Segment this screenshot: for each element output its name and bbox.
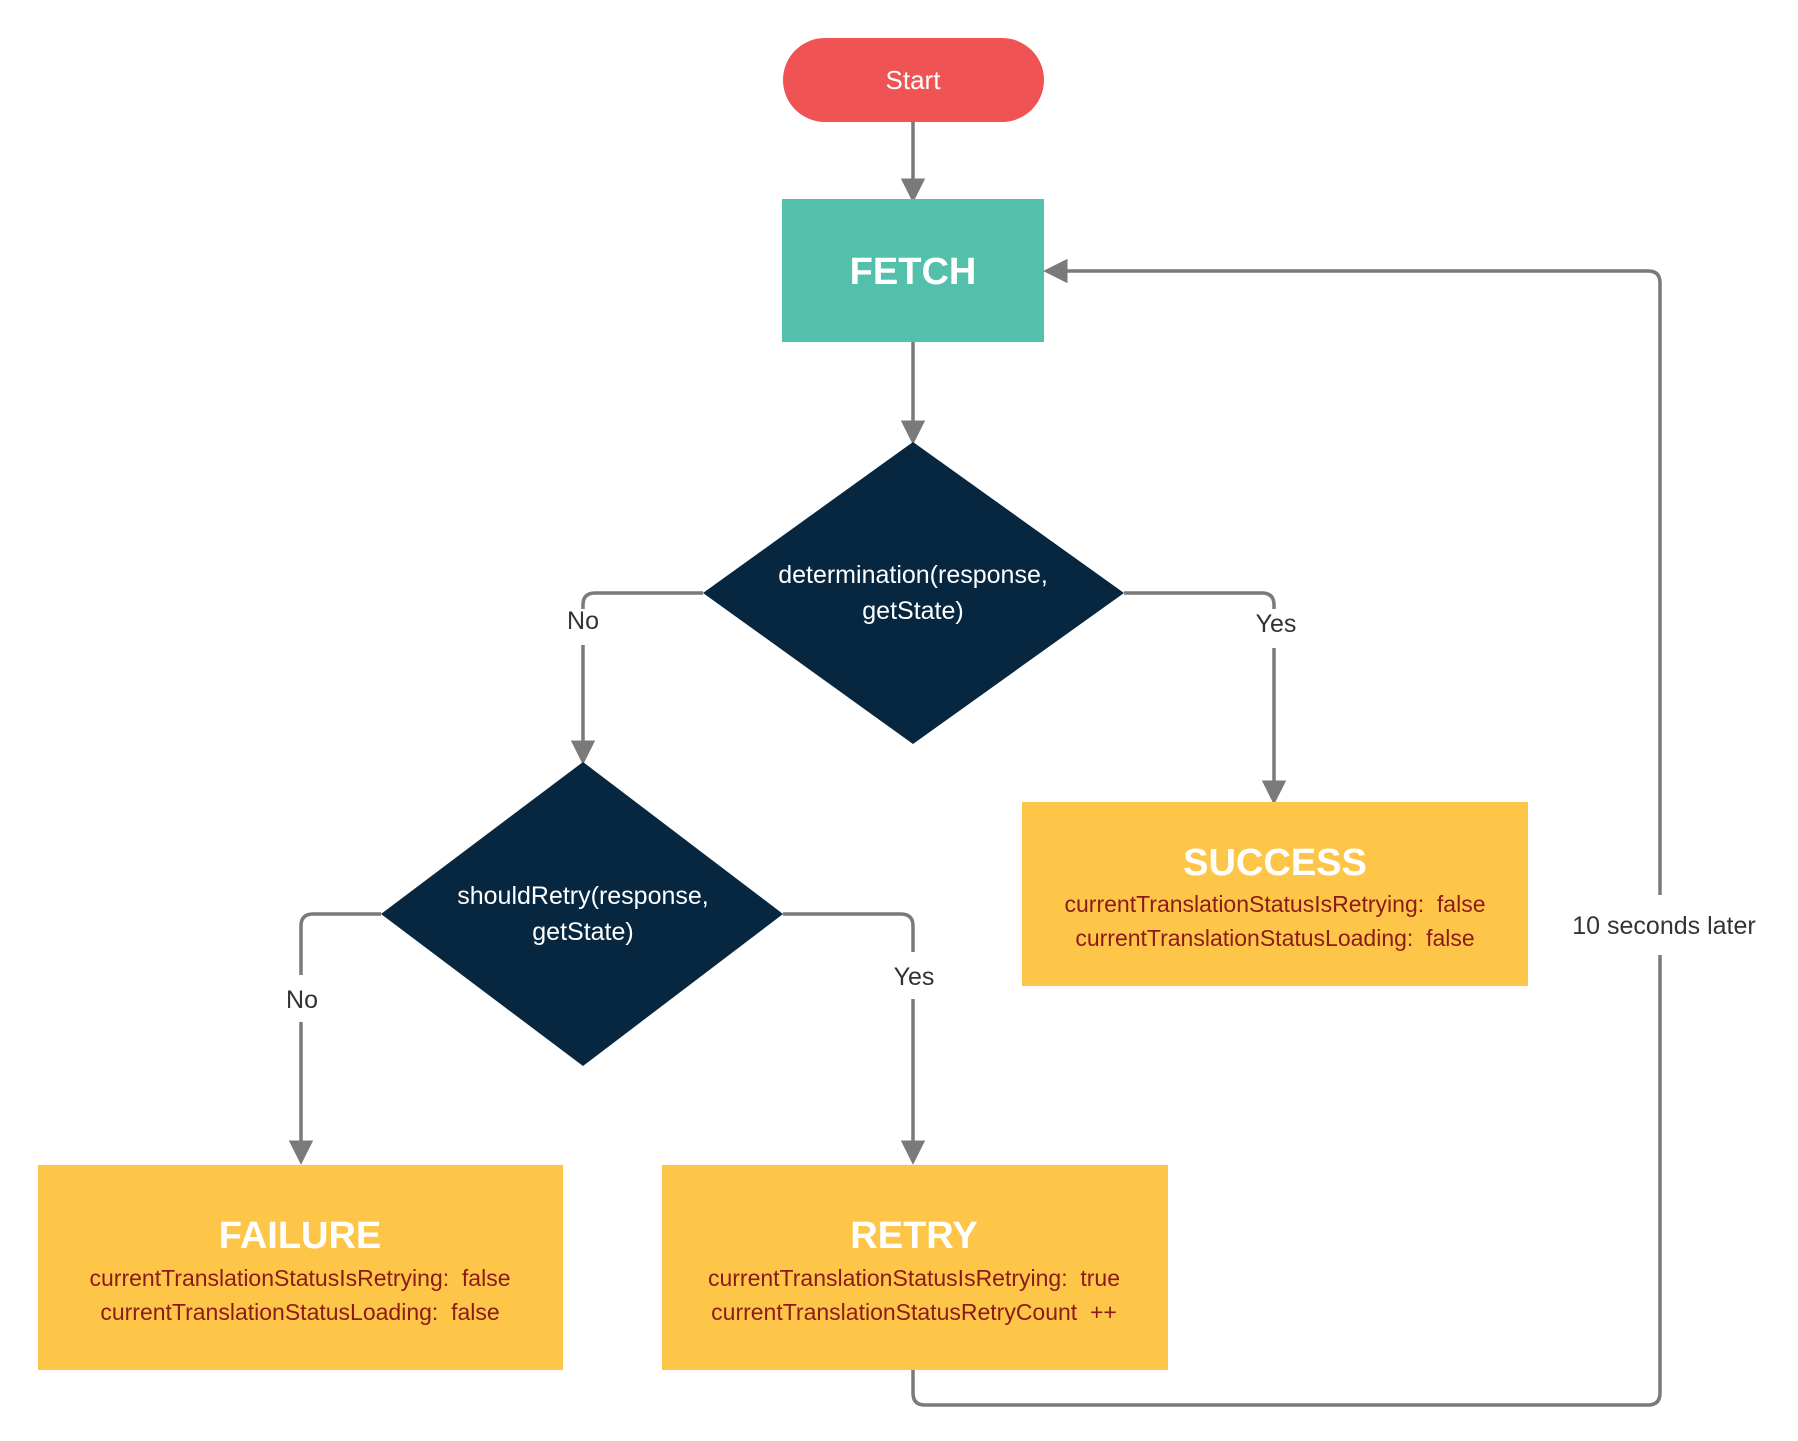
retry-status-count: currentTranslationStatusRetryCount ++	[711, 1299, 1117, 1325]
failure-status-loading: currentTranslationStatusLoading: false	[100, 1299, 499, 1325]
fetch-label: FETCH	[850, 251, 977, 293]
edge-determination-yes	[1124, 591, 1276, 609]
should-retry-line-2: getState)	[532, 918, 633, 946]
retry-node	[662, 1165, 1168, 1370]
success-status-loading: currentTranslationStatusLoading: false	[1075, 925, 1474, 951]
label-should-retry-yes: Yes	[894, 963, 935, 991]
retry-status-retrying: currentTranslationStatusIsRetrying: true	[708, 1265, 1120, 1291]
success-node	[1022, 802, 1528, 986]
determination-decision	[703, 442, 1124, 744]
label-should-retry-no: No	[286, 986, 318, 1014]
failure-status-retrying: currentTranslationStatusIsRetrying: fals…	[90, 1265, 511, 1291]
success-status-retrying: currentTranslationStatusIsRetrying: fals…	[1065, 891, 1486, 917]
edge-should-retry-yes	[783, 912, 915, 952]
label-determination-yes: Yes	[1256, 610, 1297, 638]
label-retry-loop: 10 seconds later	[1572, 912, 1755, 940]
fetch-node	[782, 199, 1044, 342]
label-determination-no: No	[567, 607, 599, 635]
success-title: SUCCESS	[1183, 842, 1367, 884]
failure-node	[38, 1165, 563, 1370]
determination-line-1: determination(response,	[778, 561, 1048, 589]
failure-title: FAILURE	[219, 1215, 382, 1257]
edge-retry-loop	[911, 955, 1662, 1407]
should-retry-decision	[381, 762, 783, 1066]
determination-line-2: getState)	[862, 597, 963, 625]
retry-title: RETRY	[850, 1215, 977, 1257]
edge-retry-loop-up	[1043, 258, 1662, 895]
start-label: Start	[886, 65, 942, 95]
edge-determination-no	[581, 591, 703, 609]
edge-should-retry-no	[299, 912, 381, 975]
start-node	[783, 38, 1044, 122]
should-retry-line-1: shouldRetry(response,	[457, 882, 709, 910]
